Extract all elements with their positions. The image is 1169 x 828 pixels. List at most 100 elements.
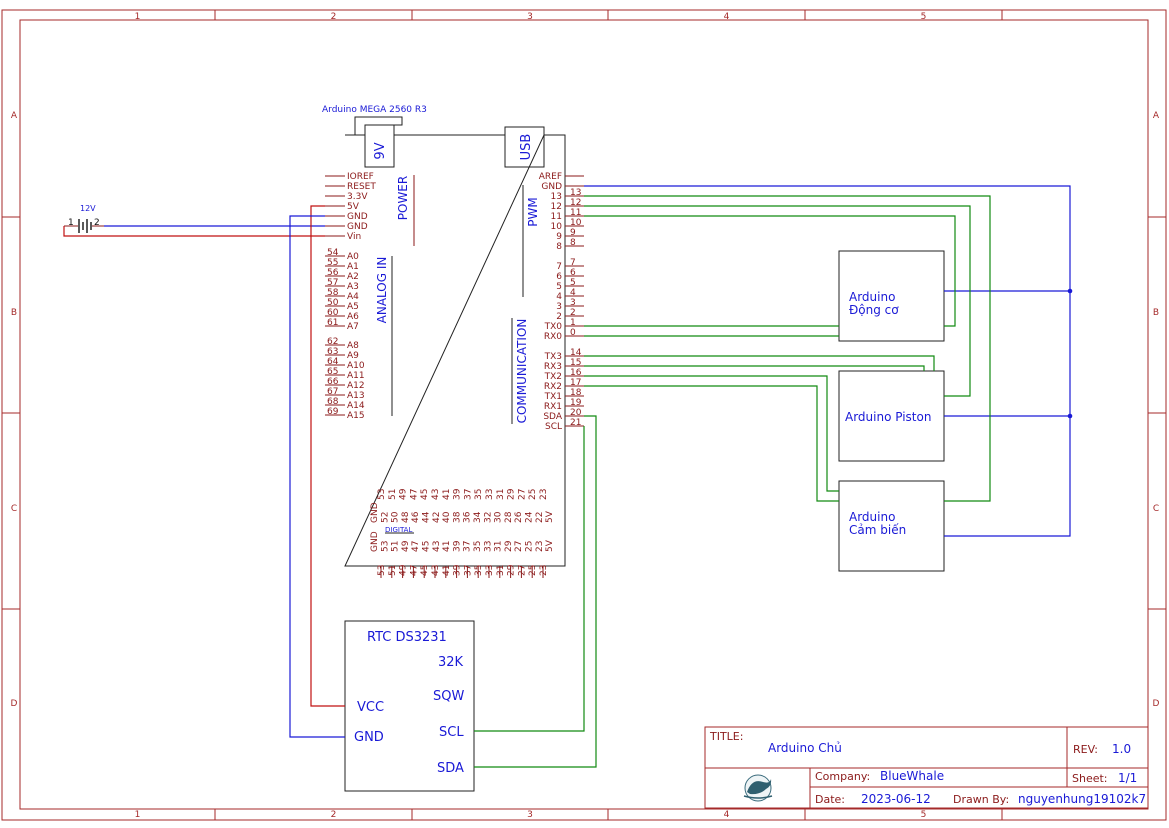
analog-pin-label: A7 (347, 322, 359, 332)
header-number-bottom: 47 (409, 565, 419, 576)
digital-pin-label: SCL (545, 422, 562, 432)
analog-pin-label: A5 (347, 302, 359, 312)
header-label-bottom: 31 (494, 541, 504, 552)
column-label-top: 4 (724, 12, 730, 22)
analog-pin-number: 55 (327, 258, 338, 268)
digital-pin-label: 10 (551, 222, 563, 232)
column-label-bottom: 4 (724, 810, 730, 820)
row-label-left: A (11, 111, 18, 121)
digital-pin-label: 4 (556, 292, 562, 302)
digital-pin-number: 15 (570, 358, 581, 368)
piston-line1: Arduino Piston (845, 410, 931, 424)
header-label-top: 22 (535, 512, 545, 523)
whale-logo-icon (743, 774, 773, 802)
rtc-pin-sqw: SQW (433, 689, 464, 704)
header-number-bottom: 33 (485, 565, 495, 576)
header-label-bottom: 39 (452, 540, 462, 552)
header-number-top: 45 (420, 489, 430, 500)
header-number-bottom: 35 (474, 565, 484, 576)
analog-pin-label: A12 (347, 381, 365, 391)
header-number-bottom: 37 (463, 565, 473, 576)
header-label-bottom: 33 (483, 541, 493, 552)
drawn-label: Drawn By: (953, 793, 1009, 806)
header-label-top: 28 (504, 511, 514, 523)
header-number-bottom: 41 (442, 565, 452, 576)
digital-pin-label: 3 (556, 302, 562, 312)
digital-pin-label: 7 (556, 262, 562, 272)
header-label-top: 5V (545, 510, 555, 523)
analog-pin-number: 58 (327, 288, 339, 298)
header-label-bottom: 27 (514, 541, 524, 552)
arduino-sensor-block: Arduino Cảm biến (838, 480, 945, 572)
row-label-right: C (1153, 504, 1159, 514)
digital-pin-label: 5 (556, 282, 562, 292)
digital-pin-label: 13 (551, 192, 562, 202)
header-label-top: 40 (442, 511, 452, 523)
header-number-bottom: 29 (507, 564, 517, 576)
digital-pin-number: 9 (570, 228, 576, 238)
power-pin-label: 3.3V (347, 192, 368, 202)
header-label-bottom: 5V (545, 539, 555, 552)
row-label-left: D (11, 699, 18, 709)
digital-pin-label: RX1 (544, 402, 562, 412)
column-label-top: 5 (921, 12, 927, 22)
row-label-right: A (1153, 111, 1160, 121)
header-number-top: 39 (453, 488, 463, 500)
header-label-bottom: 23 (535, 541, 545, 552)
header-number-top: 33 (485, 489, 495, 500)
header-label-top: 52 (380, 512, 390, 523)
rtc-pin-sda: SDA (437, 761, 464, 776)
header-number-top: 29 (507, 488, 517, 500)
analog-pin-label: A10 (347, 361, 365, 371)
header-label-top: 36 (463, 511, 473, 523)
rev-value: 1.0 (1112, 742, 1131, 756)
digital-pin-label: RX3 (544, 362, 562, 372)
analog-pin-number: 56 (327, 268, 339, 278)
header-label-bottom: 29 (504, 540, 514, 552)
row-label-right: D (1153, 699, 1160, 709)
sheet-label: Sheet: (1072, 772, 1108, 785)
header-number-bottom: 43 (431, 565, 441, 576)
header-number-bottom: 31 (496, 565, 506, 576)
header-label-top: 24 (525, 511, 535, 523)
power-pin-label: GND (347, 212, 368, 222)
digital-pin-label: TX3 (544, 352, 562, 362)
battery-pin2: 2 (94, 218, 100, 228)
header-label-bottom: 45 (422, 541, 432, 552)
digital-pin-number: 8 (570, 238, 576, 248)
header-number-bottom: 27 (517, 565, 527, 576)
rtc-ds3231: RTC DS3231 32K SQW VCC SCL GND SDA (344, 620, 475, 792)
rtc-pin-gnd: GND (354, 730, 384, 745)
analog-pin-label: A0 (347, 252, 359, 262)
usb-label: USB (519, 134, 534, 161)
digital-pin-label: SDA (543, 412, 562, 422)
header-number-top: 27 (517, 489, 527, 500)
header-number-top: 47 (409, 489, 419, 500)
digital-pin-label: GND (541, 182, 562, 192)
digital-pin-number: 13 (570, 188, 581, 198)
column-label-bottom: 5 (921, 810, 927, 820)
header-label-bottom: 35 (473, 541, 483, 552)
column-label-top: 3 (527, 12, 533, 22)
digital-pin-label: TX1 (544, 392, 562, 402)
analog-pin-label: A2 (347, 272, 359, 282)
sensor-line2: Cảm biến (849, 523, 906, 537)
digital-pin-label: 9 (556, 232, 562, 242)
digital-pin-label: 2 (556, 312, 562, 322)
digital-pin-number: 19 (570, 398, 582, 408)
analog-pin-number: 50 (327, 298, 339, 308)
header-label-bottom: 49 (401, 540, 411, 552)
column-label-top: 2 (331, 12, 337, 22)
digital-pin-label: TX0 (544, 322, 563, 332)
header-number-top: 49 (399, 488, 409, 500)
comm-group-label: COMMUNICATION (515, 319, 529, 424)
digital-pin-number: 10 (570, 218, 582, 228)
digital-pin-label: 11 (551, 212, 562, 222)
battery-label: 12V (80, 204, 96, 213)
company-value: BlueWhale (880, 769, 944, 783)
rtc-pin-vcc: VCC (357, 700, 384, 715)
header-label-top: 48 (401, 511, 411, 523)
analog-group-label: ANALOG IN (375, 257, 389, 324)
analog-pin-label: A9 (347, 351, 359, 361)
header-label-bottom: 41 (442, 541, 452, 552)
